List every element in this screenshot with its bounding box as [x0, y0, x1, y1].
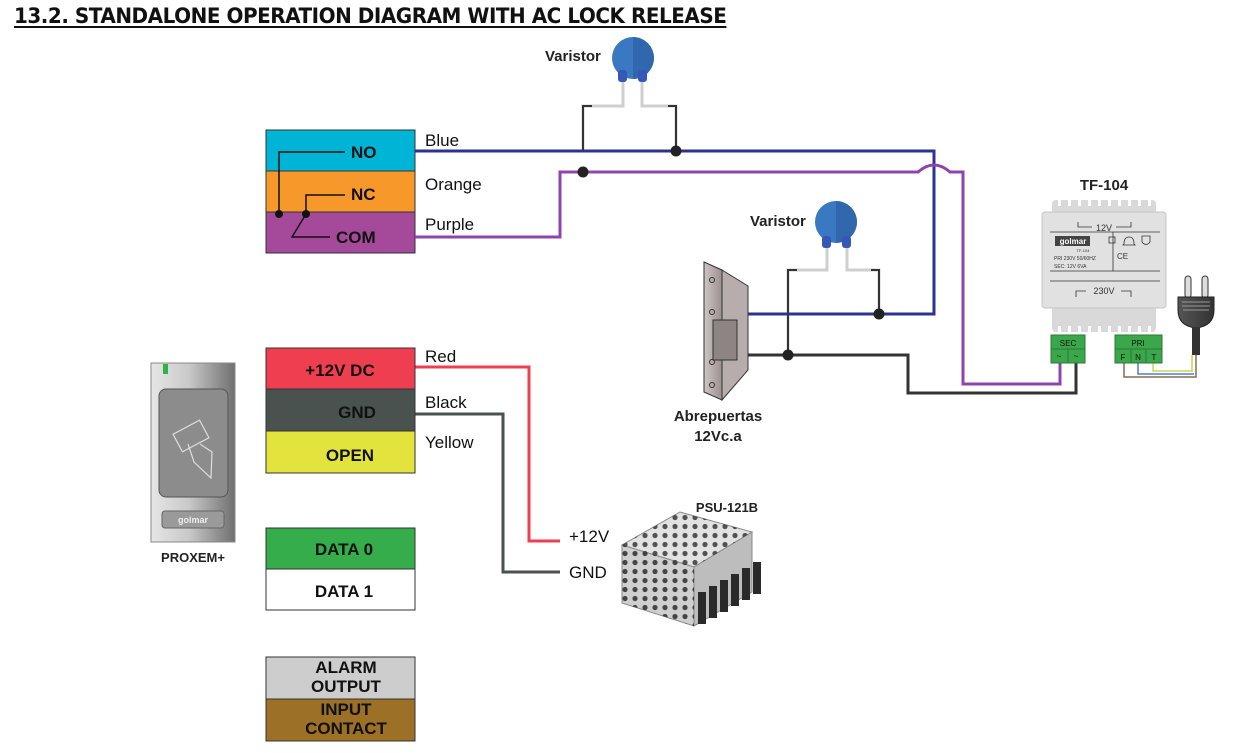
terminal-data0	[265, 527, 416, 570]
bell-icon	[1122, 236, 1136, 246]
terminal-12v-dc	[265, 347, 416, 390]
psu-name: PSU-121B	[696, 500, 758, 515]
pri-pin-t: T	[1152, 353, 1157, 362]
shield-icon	[1141, 235, 1151, 245]
sec-label: SEC	[1060, 339, 1077, 348]
reader-name: PROXEM+	[161, 550, 225, 565]
io-terminal-block: ALARM OUTPUT INPUT CONTACT	[265, 656, 416, 742]
psu-gnd-label: GND	[569, 563, 607, 582]
wire-label-red: Red	[425, 347, 456, 366]
wire-purple	[415, 163, 1062, 386]
terminal-gnd	[265, 388, 416, 432]
terminal-data0-label: DATA 0	[315, 540, 373, 559]
transformer-brand: golmar	[1060, 237, 1087, 246]
wire-black-lock	[748, 353, 1078, 395]
data-terminal-block: DATA 0 DATA 1	[265, 527, 416, 611]
terminal-open	[265, 430, 416, 474]
ce-mark: CE	[1117, 252, 1128, 261]
page-title: 13.2. STANDALONE OPERATION DIAGRAM WITH …	[14, 4, 727, 28]
psu-terminal-strip	[698, 562, 761, 624]
junction-dot	[670, 145, 682, 157]
relay-terminal-block: NO NC COM	[265, 129, 416, 254]
pri-pin-n: N	[1135, 353, 1141, 362]
terminal-data1	[265, 568, 416, 611]
relay-contact-symbol	[278, 151, 345, 238]
transformer-tf104: TF-104 12V golmar T F	[1041, 177, 1167, 364]
terminal-no-label: NO	[351, 143, 377, 162]
pri-pin-f: F	[1121, 353, 1126, 362]
power-terminal-block: +12V DC GND OPEN	[265, 347, 416, 474]
transformer-out-voltage: 12V	[1096, 223, 1112, 233]
input-contact-line2: CONTACT	[305, 719, 387, 738]
terminal-com	[265, 211, 416, 254]
wire-label-orange: Orange	[425, 175, 482, 194]
terminal-nc-label: NC	[351, 185, 376, 204]
wire-label-black: Black	[425, 393, 467, 412]
power-supply-unit: PSU-121B +12V GND	[569, 500, 761, 627]
sec-pin-1: ~	[1057, 352, 1062, 361]
proximity-reader: golmar PROXEM+	[150, 362, 236, 565]
junction-dot	[577, 166, 589, 178]
alarm-output-line1: ALARM	[315, 658, 376, 677]
wire-red	[415, 365, 560, 543]
terminal-no	[265, 129, 416, 172]
terminal-com-label: COM	[336, 228, 376, 247]
transformer-in-voltage: 230V	[1093, 286, 1114, 296]
door-lock-release: Abrepuertas 12Vc.a	[674, 261, 762, 445]
wire-gnd	[415, 412, 560, 574]
transformer-model-small: TF-104	[1077, 248, 1091, 253]
transformer-name: TF-104	[1080, 177, 1129, 194]
wire-label-yellow: Yellow	[425, 433, 474, 452]
terminal-open-label: OPEN	[326, 446, 374, 465]
pri-label: PRI	[1131, 339, 1144, 348]
psu-plus-label: +12V	[569, 527, 610, 546]
sec-pin-2: ~	[1074, 352, 1079, 361]
lock-name-line1: Abrepuertas	[674, 408, 762, 425]
varistor-icon	[581, 37, 678, 150]
terminal-12v-dc-label: +12V DC	[305, 361, 374, 380]
reader-brand: golmar	[178, 515, 209, 525]
varistor-lock: Varistor	[750, 201, 881, 355]
transformer-sec-spec: SEC: 12V 6VA	[1054, 264, 1087, 270]
varistor-lock-label: Varistor	[750, 213, 806, 230]
input-contact-line1: INPUT	[321, 700, 373, 719]
lock-name-line2: 12Vc.a	[694, 428, 742, 445]
alarm-output-line2: OUTPUT	[311, 677, 382, 696]
varistor-top-label: Varistor	[545, 48, 601, 65]
terminal-data1-label: DATA 1	[315, 582, 373, 601]
junction-dot	[873, 308, 885, 320]
sec-terminal-block: SEC ~ ~	[1050, 334, 1086, 364]
card-tap-icon	[172, 419, 213, 480]
wire-label-blue: Blue	[425, 131, 459, 150]
terminal-alarm-output	[265, 656, 416, 700]
transformer-fins	[1058, 200, 1151, 332]
pri-terminal-block: PRI F N T	[1114, 334, 1163, 364]
varistor-top: Varistor	[545, 37, 678, 150]
terminal-nc	[265, 170, 416, 213]
mains-plug-icon	[1177, 275, 1215, 355]
wire-label-purple: Purple	[425, 215, 474, 234]
wire-blue	[415, 149, 936, 316]
terminal-gnd-label: GND	[338, 403, 376, 422]
transformer-pri-spec: PRI 230V 50/60HZ	[1054, 256, 1096, 262]
junction-dot	[782, 349, 794, 361]
terminal-input-contact	[265, 698, 416, 742]
